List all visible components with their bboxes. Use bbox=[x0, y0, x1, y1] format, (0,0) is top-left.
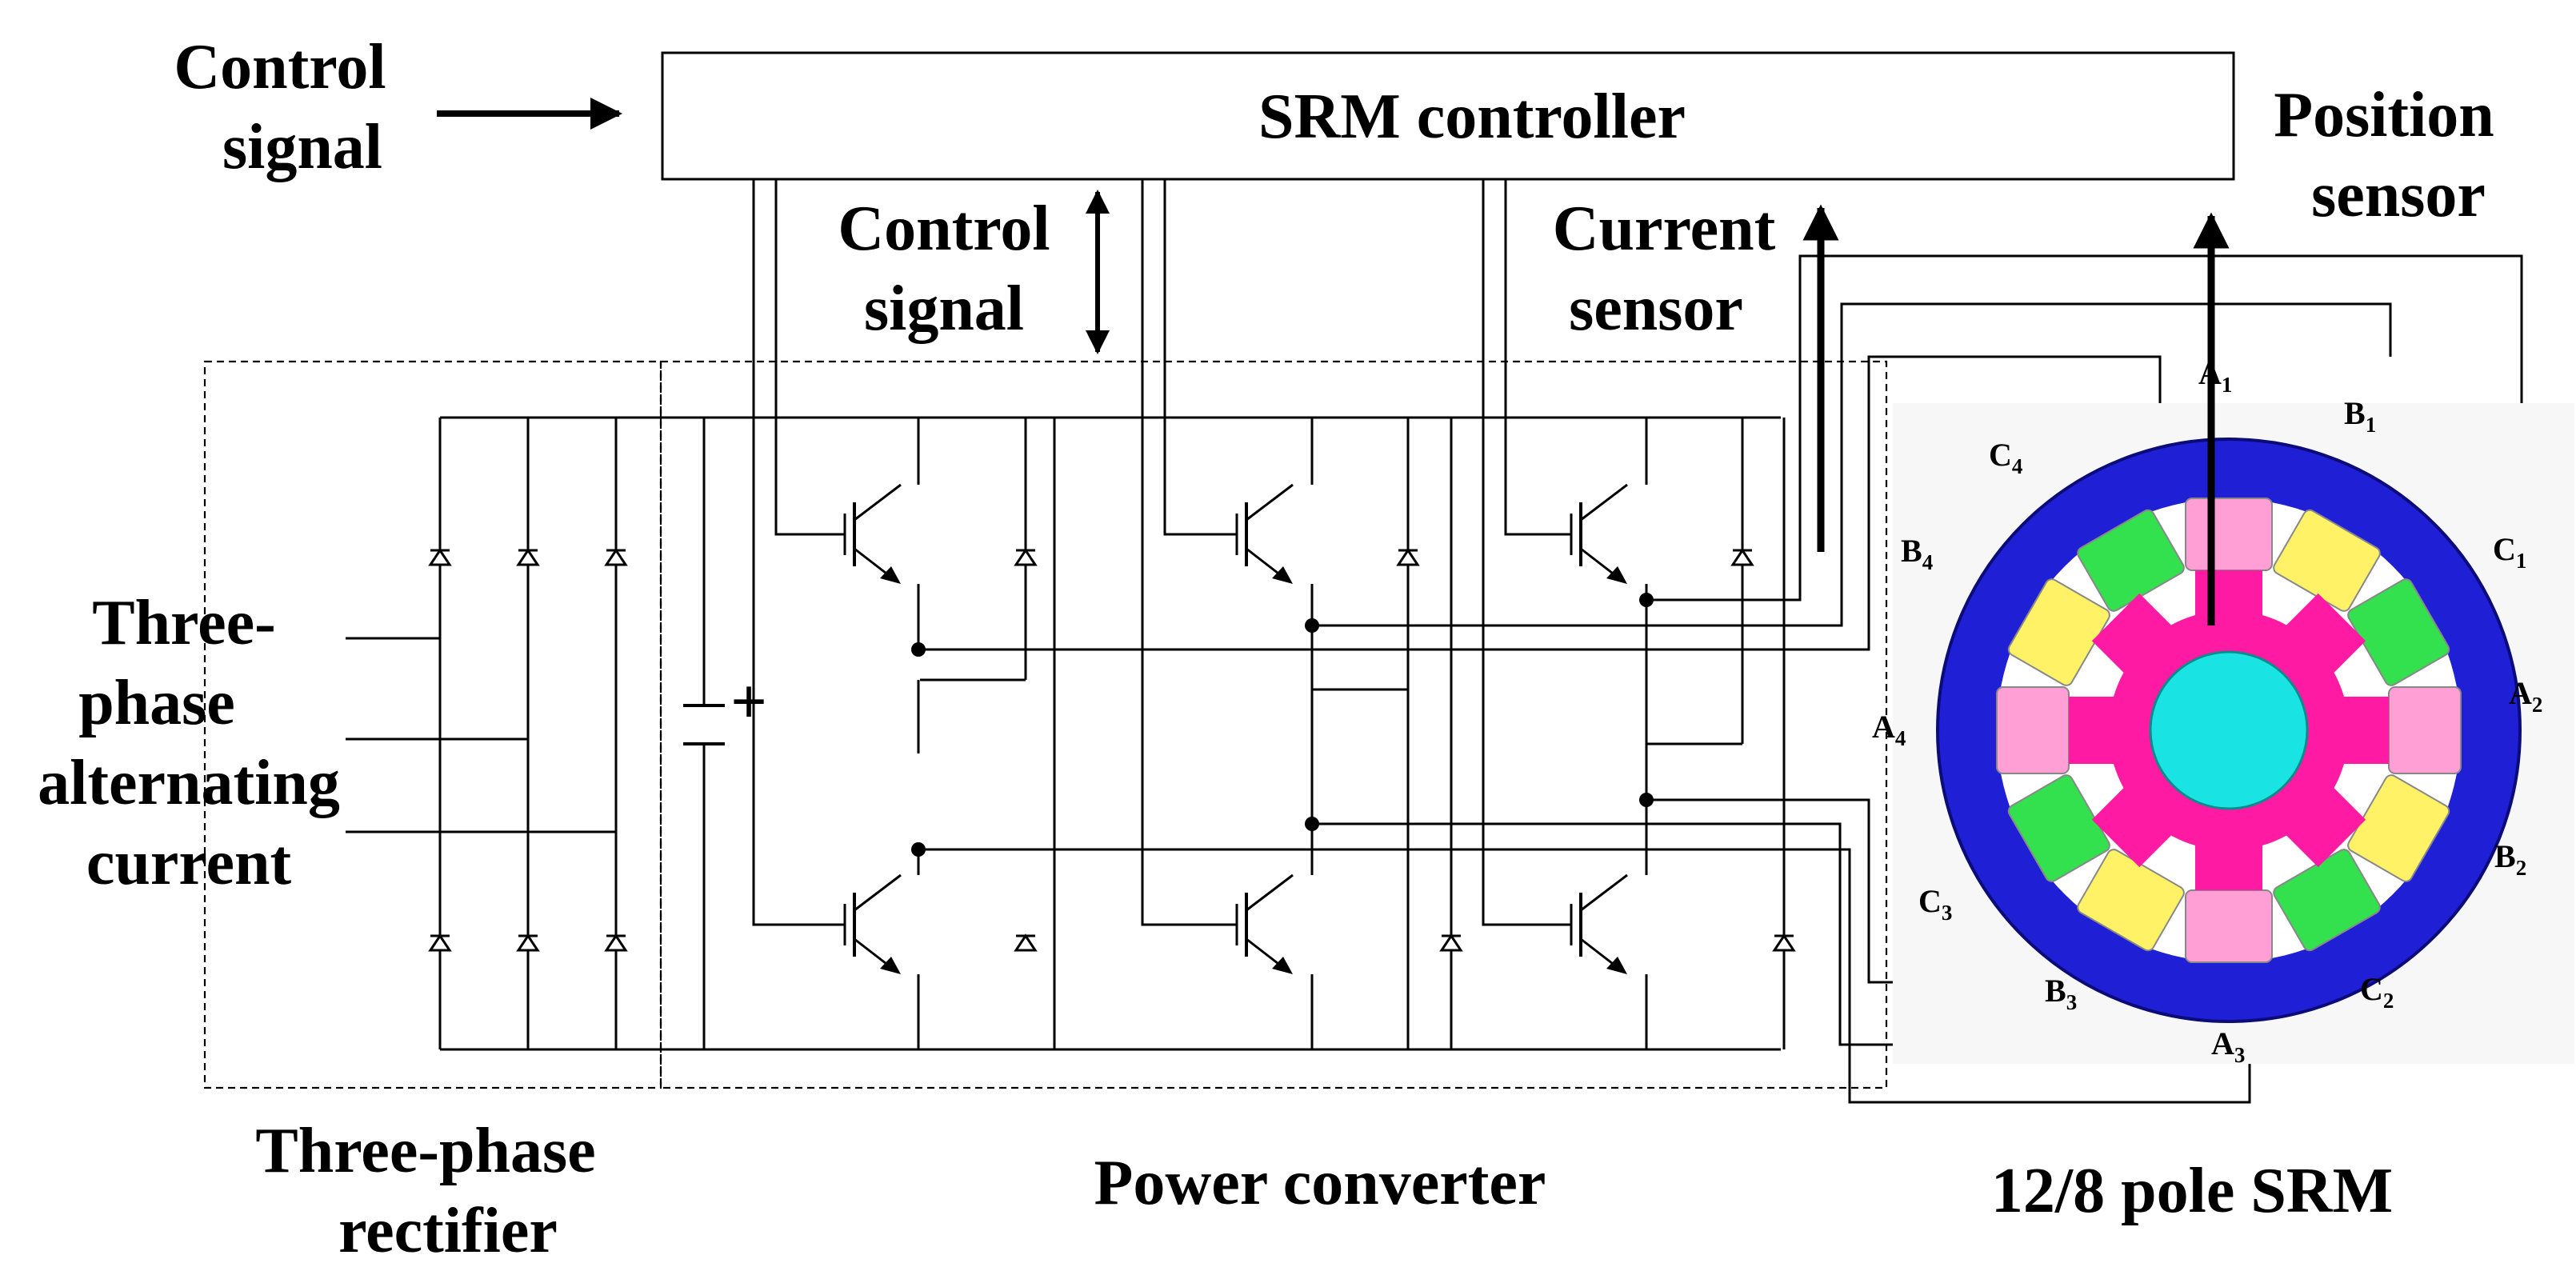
rotor-shaft bbox=[2149, 650, 2309, 810]
converter-wires bbox=[917, 418, 1786, 1049]
three-phase-ac-label: Three- bbox=[92, 588, 276, 658]
stator-coil bbox=[2273, 509, 2381, 612]
pole-label-b1: B1 bbox=[2344, 395, 2376, 437]
stator-coil bbox=[2347, 578, 2450, 686]
gate-signal-wires bbox=[752, 179, 1538, 926]
control-signal-left-label: Control bbox=[174, 32, 386, 102]
pole-label-b2: B2 bbox=[2494, 838, 2526, 880]
pole-label-c3: C3 bbox=[1918, 883, 1952, 925]
srm-motor bbox=[1936, 212, 2522, 1023]
stator-coil bbox=[2347, 774, 2450, 882]
control-signal-mid-label: Control bbox=[838, 194, 1050, 264]
rectifier-label-2: rectifier bbox=[338, 1196, 558, 1266]
pole-label-c1: C1 bbox=[2493, 531, 2526, 573]
three-phase-ac-label-2: phase bbox=[78, 668, 235, 738]
three-phase-ac-label-3: alternating bbox=[38, 748, 340, 818]
converter-dashed-box bbox=[659, 360, 1888, 1089]
srm-controller-box bbox=[661, 51, 2235, 181]
stator-coil bbox=[2077, 509, 2185, 612]
stator-coil bbox=[2273, 849, 2381, 952]
srm-controller-label: SRM controller bbox=[1258, 82, 1686, 152]
stator-coil bbox=[1996, 686, 2070, 774]
position-sensor-label: Position bbox=[2274, 80, 2494, 150]
capacitor-plus-sign: + bbox=[730, 667, 767, 737]
pole-label-b4: B4 bbox=[1901, 533, 1933, 574]
pole-label-a1: A1 bbox=[2198, 355, 2232, 397]
stator-coil bbox=[2077, 849, 2185, 952]
rectifier-dashed-box bbox=[203, 360, 662, 1089]
converter-diodes bbox=[1014, 549, 1795, 952]
control-signal-mid-label-2: signal bbox=[864, 274, 1024, 344]
pole-label-a4: A4 bbox=[1872, 709, 1906, 750]
pole-label-c2: C2 bbox=[2360, 971, 2394, 1013]
srm-label: 12/8 pole SRM bbox=[1991, 1156, 2393, 1226]
stator-coil bbox=[2007, 578, 2110, 686]
control-signal-left-label-2: signal bbox=[222, 112, 382, 182]
stator-coil bbox=[2388, 686, 2462, 774]
pole-label-a3: A3 bbox=[2211, 1025, 2245, 1067]
pole-label-c4: C4 bbox=[1989, 437, 2022, 478]
current-sensor-label: Current bbox=[1553, 194, 1776, 264]
converter-switches bbox=[808, 483, 1629, 976]
stator-coils bbox=[1996, 498, 2462, 963]
stator-coil bbox=[2007, 774, 2110, 882]
power-converter-label: Power converter bbox=[1094, 1148, 1546, 1218]
position-sensor-label-2: sensor bbox=[2311, 160, 2486, 230]
pole-label-a2: A2 bbox=[2509, 675, 2542, 717]
current-sensor-label-2: sensor bbox=[1569, 274, 1743, 344]
pole-label-b3: B3 bbox=[2045, 973, 2077, 1014]
rectifier-wires bbox=[346, 416, 1781, 1051]
stator-coil bbox=[2185, 498, 2273, 571]
stator-coil bbox=[2185, 889, 2273, 963]
three-phase-ac-label-4: current bbox=[86, 828, 292, 898]
rectifier-label: Three-phase bbox=[255, 1116, 595, 1186]
node-dots bbox=[911, 593, 1654, 857]
